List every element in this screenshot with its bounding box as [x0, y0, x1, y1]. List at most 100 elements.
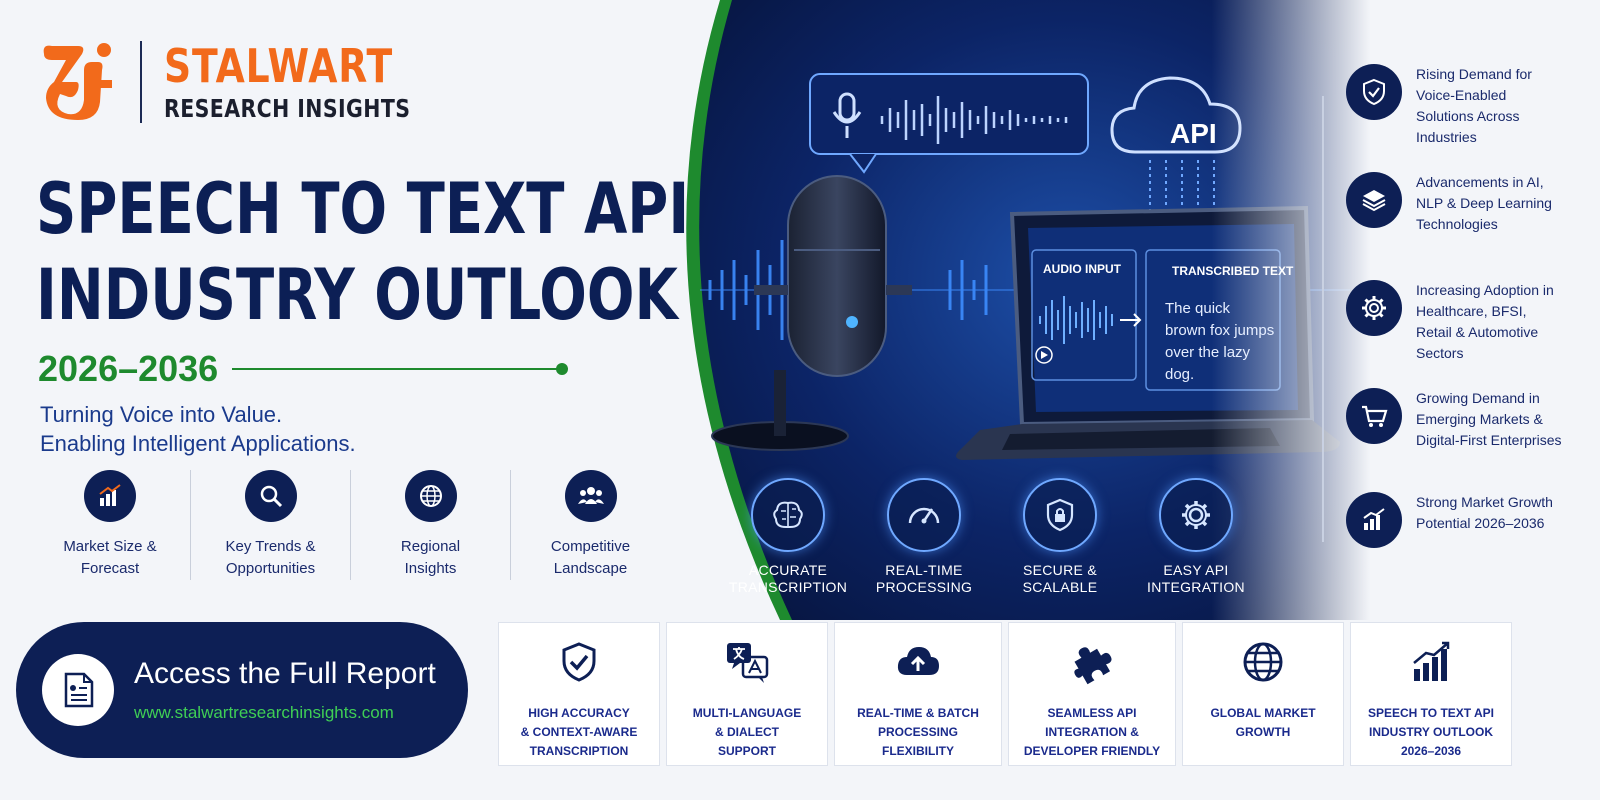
- card-label: & DIALECT: [715, 725, 779, 739]
- tagline-line-1: Turning Voice into Value.: [40, 402, 283, 427]
- card-multi-language: MULTI-LANGUAGE & DIALECT SUPPORT: [666, 622, 828, 766]
- driver-item: Strong Market Growth Potential 2026–2036: [1346, 492, 1566, 548]
- years-divider: [232, 363, 569, 375]
- brand-logo: STALWART RESEARCH INSIGHTS: [38, 40, 465, 124]
- card-label: DEVELOPER FRIENDLY: [1023, 744, 1161, 758]
- logo-divider: [140, 41, 142, 123]
- transcribed-text-sample: The quick brown fox jumps over the lazy …: [1165, 300, 1275, 383]
- driver-text: Growing Demand in Emerging Markets & Dig…: [1416, 390, 1562, 448]
- speedometer-icon: [887, 478, 961, 552]
- feature-label: Opportunities: [225, 560, 316, 577]
- page-title: SPEECH TO TEXT API INDUSTRY OUTLOOK: [36, 166, 689, 338]
- transcribed-text-label: TRANSCRIBED TEXT: [1172, 264, 1294, 278]
- tagline: Turning Voice into Value. Enabling Intel…: [40, 400, 356, 458]
- bar-chart-icon: [1413, 641, 1450, 681]
- bar-chart-icon: [84, 470, 136, 522]
- api-cloud-label: API: [1170, 118, 1217, 149]
- access-report-button[interactable]: Access the Full Report www.stalwartresea…: [16, 622, 468, 758]
- shield-check-icon: [1346, 64, 1402, 120]
- document-icon: [42, 654, 114, 726]
- driver-text: Advancements in AI, NLP & Deep Learning …: [1416, 174, 1552, 232]
- card-label: HIGH ACCURACY: [528, 706, 630, 720]
- card-real-time-batch: REAL-TIME & BATCH PROCESSING FLEXIBILITY: [834, 622, 1002, 766]
- cart-icon: [1346, 388, 1402, 444]
- brand-subname: RESEARCH INSIGHTS: [164, 93, 411, 123]
- feature-label: Landscape: [553, 560, 628, 577]
- growth-chart-icon: [1346, 492, 1402, 548]
- tagline-line-2: Enabling Intelligent Applications.: [40, 431, 356, 456]
- feature-label: Market Size &: [63, 538, 157, 555]
- capability-secure: SECURE &SCALABLE: [992, 478, 1128, 596]
- gear-icon: [1159, 478, 1233, 552]
- card-label: INTEGRATION &: [1045, 725, 1139, 739]
- card-label: FLEXIBILITY: [882, 744, 954, 758]
- capability-label: INTEGRATION: [1147, 579, 1245, 595]
- capability-label: SECURE &: [1023, 562, 1097, 578]
- card-label: GROWTH: [1235, 725, 1291, 739]
- driver-text: Increasing Adoption in Healthcare, BFSI,…: [1416, 282, 1554, 361]
- report-features: Market Size & Forecast Key Trends & Opport…: [30, 470, 670, 580]
- translate-icon: [727, 643, 769, 683]
- globe-icon: [404, 470, 457, 522]
- people-icon: [564, 470, 617, 522]
- feature-market-size[interactable]: Market Size & Forecast: [30, 470, 190, 580]
- card-label: SEAMLESS API: [1047, 706, 1137, 720]
- driver-text: Rising Demand for Voice-Enabled Solution…: [1416, 66, 1532, 145]
- capability-label: EASY API: [1163, 562, 1229, 578]
- card-high-accuracy: HIGH ACCURACY & CONTEXT-AWARE TRANSCRIPTIO…: [498, 622, 660, 766]
- capability-label: REAL-TIME: [885, 562, 963, 578]
- card-label: SUPPORT: [717, 744, 776, 758]
- magnifier-icon: [244, 470, 297, 522]
- card-label: TRANSCRIPTION: [529, 744, 629, 758]
- driver-item: Rising Demand for Voice-Enabled Solution…: [1346, 64, 1566, 148]
- brand-name: STALWART: [164, 38, 394, 93]
- card-label: 2026–2036: [1400, 744, 1462, 758]
- card-label: INDUSTRY OUTLOOK: [1368, 725, 1493, 739]
- driver-item: Growing Demand in Emerging Markets & Dig…: [1346, 388, 1566, 451]
- card-label: PROCESSING: [877, 725, 958, 739]
- cta-url-link[interactable]: www.stalwartresearchinsights.com: [134, 703, 394, 722]
- hero-background: [650, 0, 1370, 620]
- feature-label: Regional: [400, 538, 461, 555]
- years-row: 2026–2036: [38, 348, 569, 390]
- card-label: GLOBAL MARKET: [1210, 706, 1316, 720]
- drivers-timeline: [1322, 96, 1324, 542]
- card-label: MULTI-LANGUAGE: [692, 706, 802, 720]
- cta-title: Access the Full Report: [134, 657, 436, 690]
- brain-icon: [751, 478, 825, 552]
- feature-key-trends[interactable]: Key Trends & Opportunities: [190, 470, 350, 580]
- cloud-upload-icon: [897, 647, 939, 675]
- capability-label: SCALABLE: [1022, 579, 1098, 595]
- shield-check-icon: [562, 642, 596, 682]
- zj-logo-icon: [38, 40, 122, 124]
- title-line-1: SPEECH TO TEXT API: [36, 168, 690, 250]
- capability-label: TRANSCRIPTION: [728, 579, 848, 595]
- globe-icon: [1243, 642, 1283, 682]
- card-label: & CONTEXT-AWARE: [520, 725, 638, 739]
- puzzle-icon: [1074, 647, 1112, 685]
- driver-item: Advancements in AI, NLP & Deep Learning …: [1346, 172, 1566, 235]
- layers-icon: [1346, 172, 1402, 228]
- audio-input-label: AUDIO INPUT: [1043, 262, 1121, 276]
- driver-item: Increasing Adoption in Healthcare, BFSI,…: [1346, 280, 1566, 364]
- feature-label: Insights: [404, 560, 457, 577]
- years-range: 2026–2036: [38, 348, 219, 389]
- driver-text: Strong Market Growth Potential 2026–2036: [1416, 494, 1553, 531]
- capability-label: ACCURATE: [748, 562, 828, 578]
- feature-label: Key Trends &: [225, 538, 316, 555]
- feature-label: Forecast: [80, 560, 140, 577]
- capability-label: PROCESSING: [875, 579, 973, 595]
- gear-icon: [1346, 280, 1402, 336]
- card-label: REAL-TIME & BATCH: [857, 706, 979, 720]
- card-global-growth: GLOBAL MARKET GROWTH: [1182, 622, 1344, 766]
- title-line-2: INDUSTRY OUTLOOK: [36, 254, 678, 336]
- shield-lock-icon: [1023, 478, 1097, 552]
- hero-illustration: [650, 0, 1370, 620]
